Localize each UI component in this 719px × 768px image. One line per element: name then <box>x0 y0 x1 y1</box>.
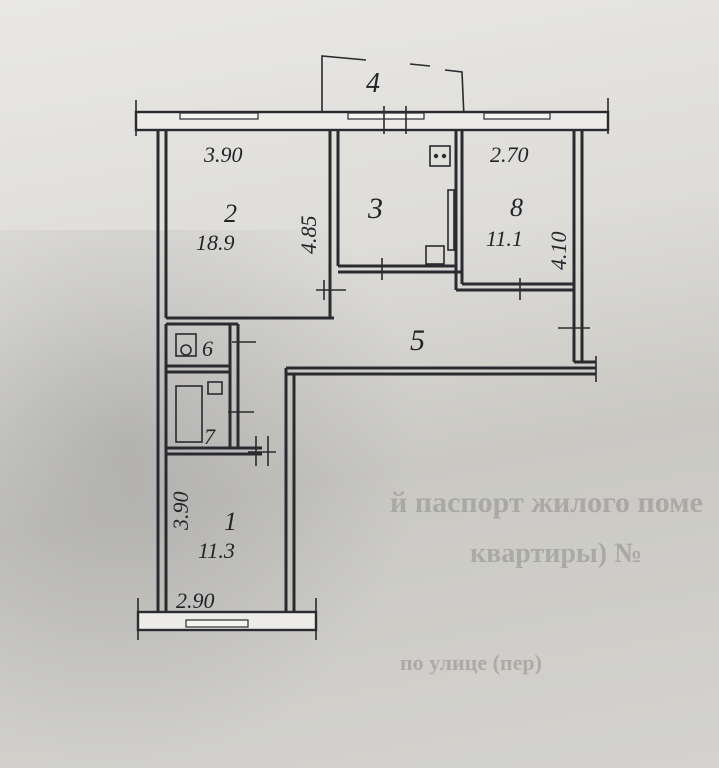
room6-number: 6 <box>202 336 213 361</box>
room8-number: 8 <box>510 193 523 222</box>
top-wall <box>134 98 610 136</box>
photo-shadow <box>0 230 420 768</box>
sink-icon <box>425 245 445 265</box>
bg-text-line2: квартиры) № <box>470 538 642 569</box>
bg-text-line1: й паспорт жилого поме <box>390 486 703 519</box>
door-marks <box>228 258 590 466</box>
room2-depth-label: 4.85 <box>296 216 321 255</box>
room-labels: 4 2 18.9 3 8 11.1 5 6 7 1 11.3 <box>196 68 523 563</box>
room1-depth-label: 3.90 <box>168 492 193 532</box>
washbasin-icon <box>207 381 223 395</box>
room3-number: 3 <box>367 192 383 225</box>
room2-number: 2 <box>224 199 237 228</box>
room8-width-label: 2.70 <box>490 142 529 167</box>
room4-number: 4 <box>366 68 380 99</box>
stove-icon <box>429 145 451 167</box>
balcony <box>321 55 465 119</box>
room1-width-label: 2.90 <box>176 588 215 613</box>
counter-icon <box>447 189 455 251</box>
bg-text-line3: по улице (пер) <box>400 650 542 675</box>
window-room2 <box>179 112 259 120</box>
room1-area: 11.3 <box>198 538 235 563</box>
room2-area: 18.9 <box>196 230 235 255</box>
fixtures <box>175 145 455 443</box>
bathtub-icon <box>175 385 203 443</box>
room2-width-label: 3.90 <box>203 142 243 167</box>
room8-depth-label: 4.10 <box>546 232 571 271</box>
window-room3 <box>347 112 425 120</box>
toilet-icon <box>175 333 197 357</box>
window-room8 <box>483 112 551 120</box>
bottom-wall <box>136 598 318 640</box>
walls <box>156 130 597 612</box>
room5-number: 5 <box>410 324 425 357</box>
room8-area: 11.1 <box>486 226 523 251</box>
window-room1 <box>185 619 249 628</box>
dimension-labels: 3.90 4.85 2.70 4.10 3.90 2.90 <box>168 142 571 613</box>
background-form-text: й паспорт жилого поме квартиры) № по ули… <box>390 486 703 675</box>
room1-number: 1 <box>224 507 237 536</box>
room7-number: 7 <box>204 424 216 449</box>
